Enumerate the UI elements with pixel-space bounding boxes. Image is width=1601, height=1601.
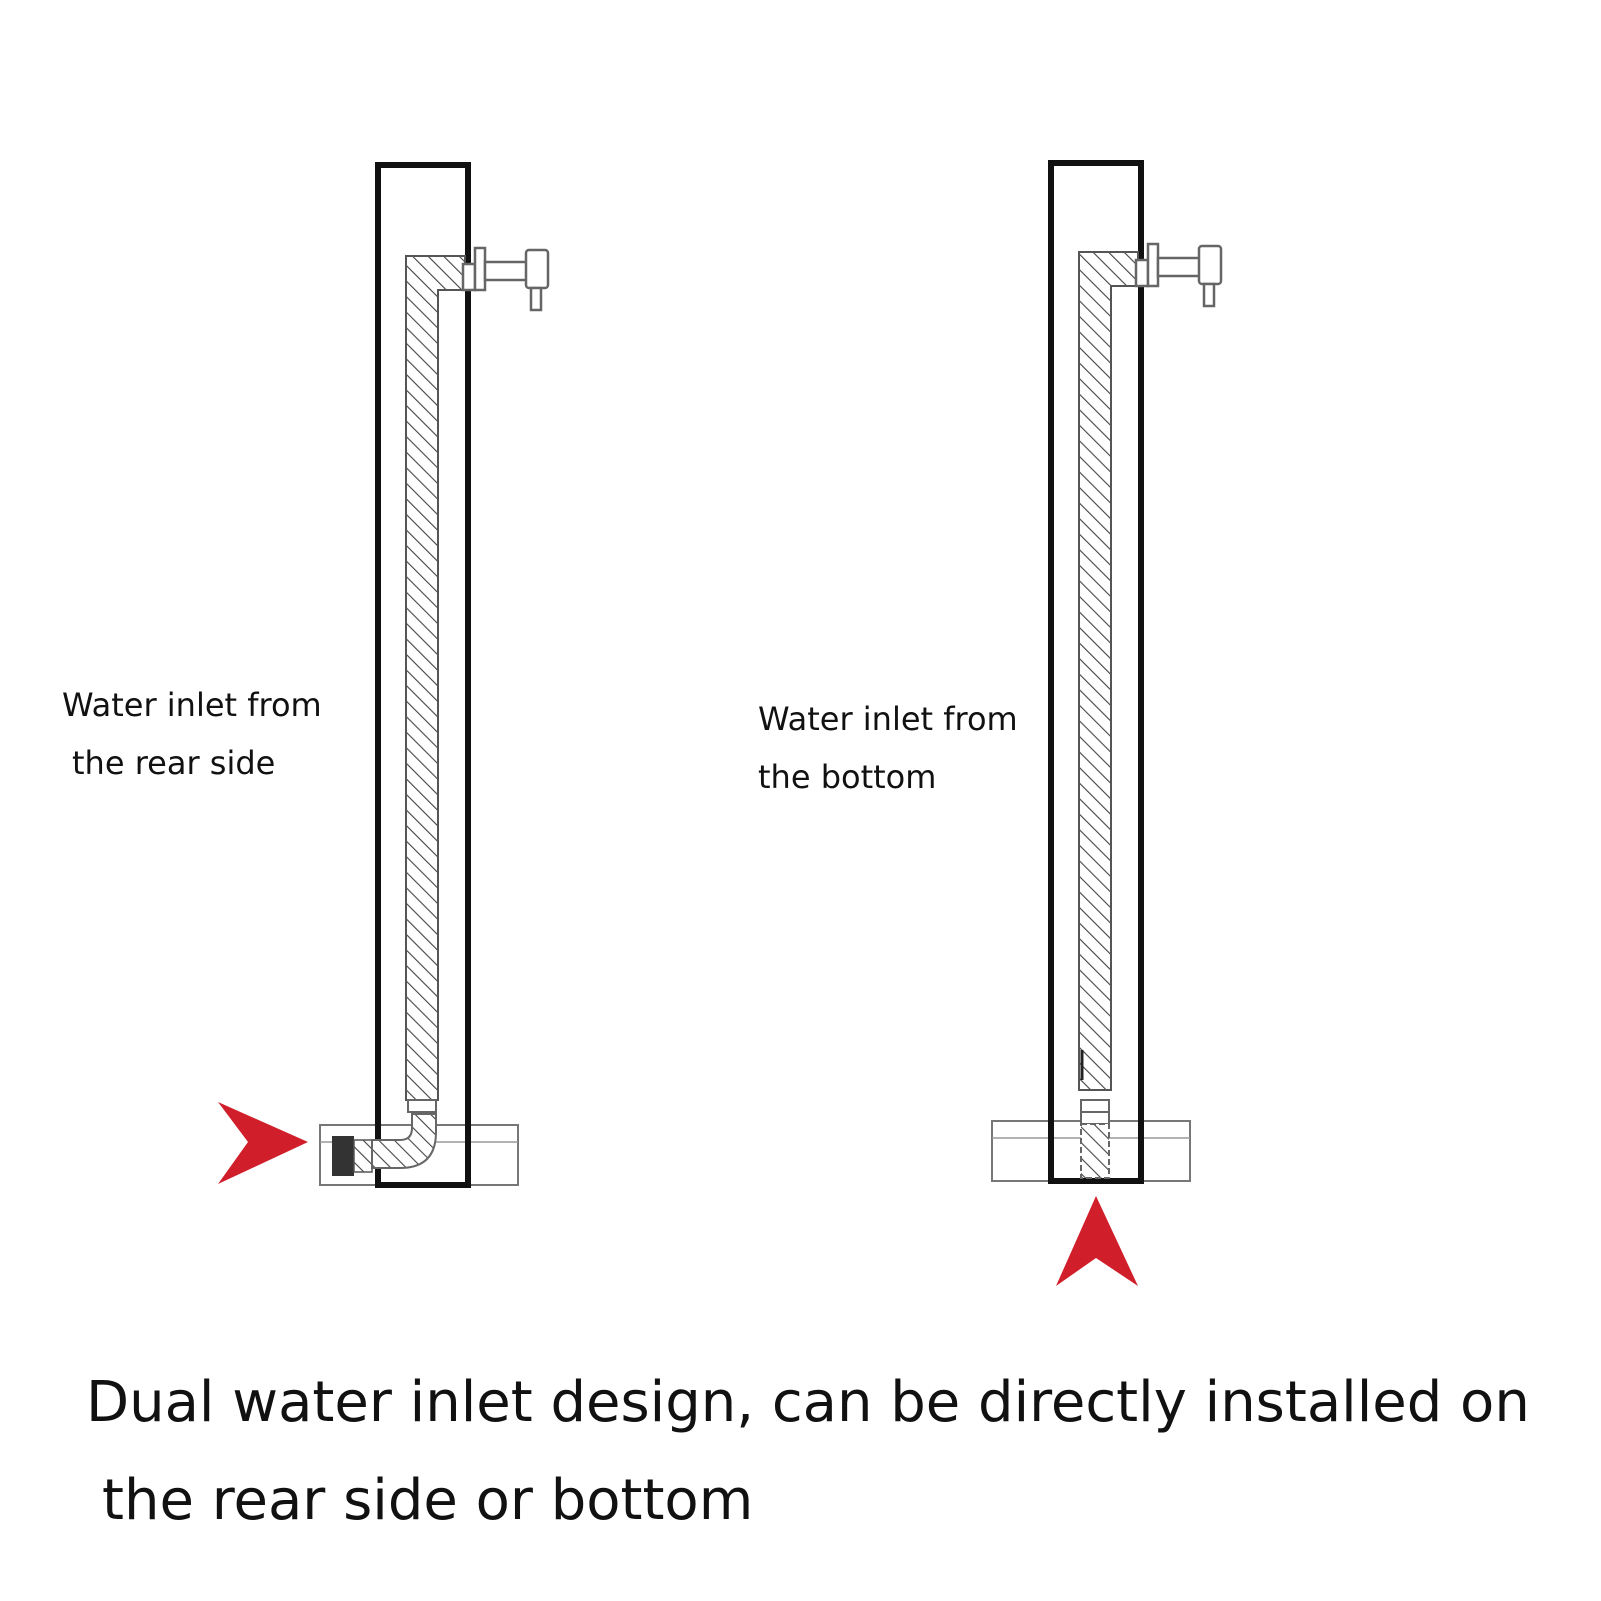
rear-inlet-label-line-2: the rear side (72, 744, 276, 782)
bottom-internal-pipe (1078, 251, 1139, 1091)
rear-inlet-arrow (218, 1102, 308, 1184)
rear-inlet-label-line-1: Water inlet from (62, 686, 322, 724)
rear-faucet (461, 246, 550, 312)
bottom-inlet-label-line-1: Water inlet from (758, 700, 1018, 738)
rear-inlet-connector (332, 1136, 373, 1176)
rear-pipe-elbow (371, 1099, 437, 1169)
caption: Dual water inlet design, can be directly… (86, 1354, 1530, 1550)
caption-line-1: Dual water inlet design, can be directly… (86, 1370, 1530, 1435)
bottom-inlet-column (991, 160, 1223, 1286)
rear-inlet-label: Water inlet from the rear side (62, 676, 322, 792)
bottom-faucet (1134, 242, 1223, 308)
rear-inlet-column (218, 162, 550, 1188)
bottom-pipe-coupling (1080, 1099, 1110, 1179)
caption-line-2: the rear side or bottom (102, 1468, 754, 1533)
bottom-column-frame (1048, 160, 1144, 1184)
rear-column-frame (375, 162, 471, 1188)
bottom-inlet-label-line-2: the bottom (758, 758, 937, 796)
bottom-inlet-label: Water inlet from the bottom (758, 690, 1018, 806)
bottom-inlet-arrow (1056, 1196, 1138, 1286)
rear-internal-pipe (405, 255, 466, 1101)
